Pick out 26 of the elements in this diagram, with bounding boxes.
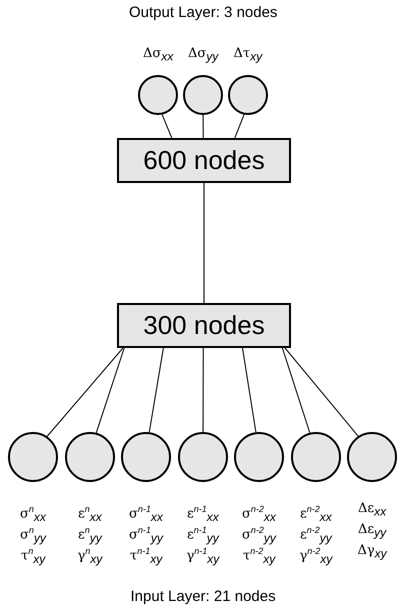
layer-caption: Input Layer: 21 nodes bbox=[130, 588, 276, 605]
neuron-circle bbox=[183, 75, 223, 115]
neuron-circle bbox=[178, 432, 228, 482]
layer-box bbox=[117, 303, 291, 348]
neuron-circle bbox=[228, 75, 268, 115]
connection-line bbox=[282, 348, 310, 434]
layer-caption: Output Layer: 3 nodes bbox=[129, 4, 278, 21]
neuron-circle bbox=[291, 432, 341, 482]
neuron-circle bbox=[138, 75, 178, 115]
connection-line bbox=[234, 114, 245, 138]
connection-line bbox=[162, 114, 172, 138]
layer-label: 300 nodes bbox=[143, 310, 265, 341]
neuron-circle bbox=[234, 432, 284, 482]
layer-box bbox=[117, 138, 291, 183]
connection-line bbox=[202, 348, 204, 432]
connection-line bbox=[96, 348, 125, 434]
neuron-circle bbox=[65, 432, 115, 482]
connection-line bbox=[148, 348, 164, 433]
neuron-circle bbox=[347, 432, 397, 482]
neuron-circle bbox=[8, 432, 58, 482]
layer-label: 600 nodes bbox=[143, 145, 265, 176]
neuron-circle bbox=[121, 432, 171, 482]
connection-line bbox=[284, 348, 359, 437]
connection-line bbox=[242, 348, 256, 433]
connection-line bbox=[202, 114, 204, 138]
connection-line bbox=[46, 348, 124, 437]
